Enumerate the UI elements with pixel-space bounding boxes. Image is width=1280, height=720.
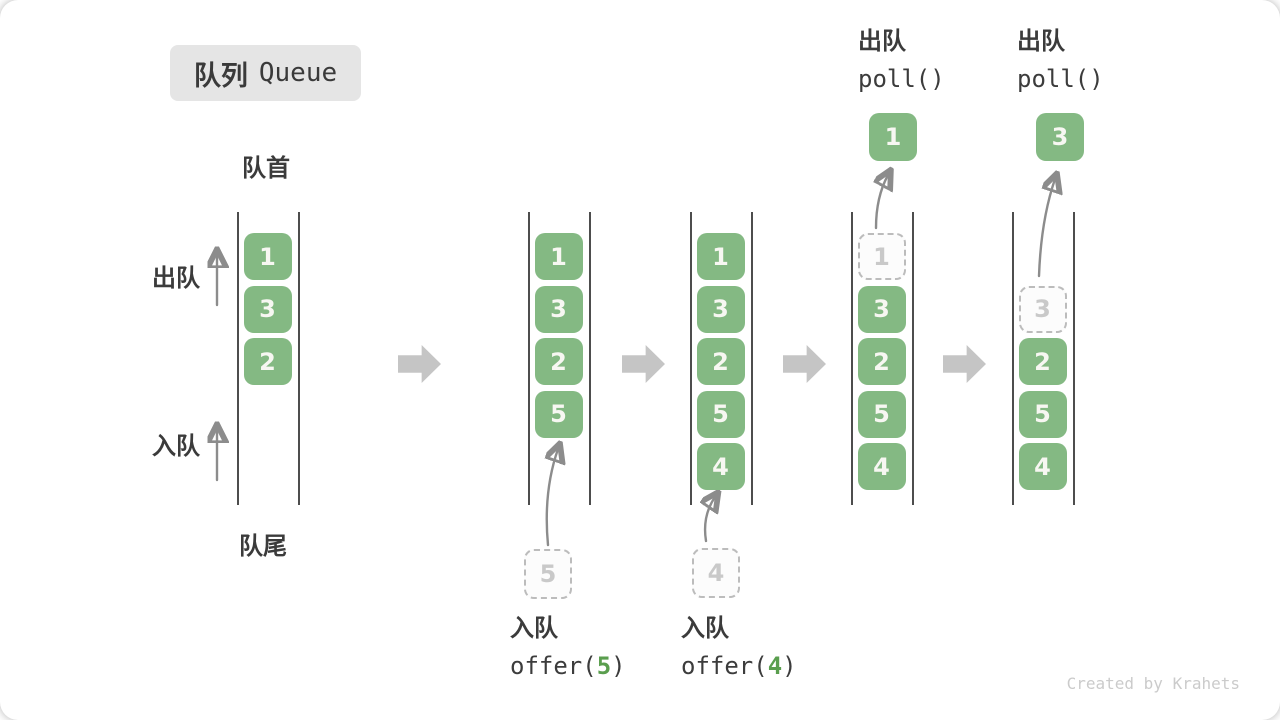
enqueue-5-arrow — [547, 449, 558, 547]
state-transition-arrow-1 — [398, 345, 441, 383]
state-transition-arrow-3 — [783, 345, 826, 383]
op-enqueue-5-label: 入队 — [510, 615, 558, 642]
op-dequeue-3: 出队 poll() — [1017, 28, 1104, 93]
queue-state-3-slot-3: 5 — [696, 390, 745, 438]
op-dequeue-1-code: poll() — [858, 65, 945, 93]
queue-state-4-slot-0-dashed: 1 — [857, 233, 906, 280]
queue-state-2-slot-0: 1 — [534, 233, 583, 280]
queue-state-3-wall-right — [751, 212, 753, 505]
dequeued-result-box-1: 1 — [869, 113, 917, 161]
op-enqueue-4-label: 入队 — [681, 615, 729, 642]
queue-state-3-wall-left — [690, 212, 692, 505]
title-box: 队列 Queue — [170, 45, 361, 101]
dequeued-result-box-3: 3 — [1036, 113, 1084, 161]
op-dequeue-3-code: poll() — [1017, 65, 1104, 93]
code-post: ) — [782, 652, 797, 680]
op-dequeue-3-label: 出队 — [1017, 28, 1065, 55]
queue-state-1-wall-left — [237, 212, 239, 505]
queue-state-1-wall-right — [298, 212, 300, 505]
code-post: ) — [611, 652, 626, 680]
queue-state-2-slot-1: 3 — [534, 285, 583, 333]
code-num: 4 — [767, 652, 783, 680]
dequeue-1-arrow — [876, 175, 888, 230]
queue-state-4-wall-right — [912, 212, 914, 505]
label-queue-rear: 队尾 — [239, 533, 287, 560]
queue-state-3-slot-1: 3 — [696, 285, 745, 333]
title-zh: 队列 — [193, 60, 248, 91]
queue-state-3-slot-0: 1 — [696, 233, 745, 280]
queue-state-5-wall-left — [1012, 212, 1014, 505]
queue-state-4-slot-2: 2 — [857, 338, 906, 385]
state-transition-arrow-4 — [943, 345, 986, 383]
queue-state-5-slot-4: 4 — [1018, 443, 1067, 490]
queue-state-3-slot-4: 4 — [696, 443, 745, 490]
label-enqueue-side: 入队 — [152, 433, 200, 460]
state-transition-arrow-2 — [622, 345, 665, 383]
title-en: Queue — [258, 58, 338, 88]
op-enqueue-4-code: offer(4) — [681, 652, 797, 680]
op-enqueue-5: 入队 offer(5) — [510, 615, 626, 680]
op-dequeue-1-label: 出队 — [858, 28, 906, 55]
queue-state-1-slot-2: 2 — [243, 338, 292, 385]
op-dequeue-1: 出队 poll() — [858, 28, 945, 93]
queue-state-4-slot-3: 5 — [857, 390, 906, 438]
code-pre: offer( — [681, 652, 768, 680]
queue-state-4-wall-left — [851, 212, 853, 505]
code-pre: offer( — [510, 652, 597, 680]
queue-state-1-slot-0: 1 — [243, 233, 292, 280]
pending-enqueue-box-4: 4 — [692, 548, 740, 598]
enqueue-4-arrow — [705, 497, 715, 543]
dequeue-3-arrow — [1037, 179, 1055, 278]
queue-state-2-wall-left — [528, 212, 530, 505]
queue-state-4-slot-1: 3 — [857, 285, 906, 333]
queue-state-5-slot-3: 5 — [1018, 390, 1067, 438]
queue-state-2-wall-right — [589, 212, 591, 505]
queue-state-5-wall-right — [1073, 212, 1075, 505]
watermark: Created by Krahets — [1066, 674, 1240, 693]
code-pre: poll() — [858, 65, 945, 93]
queue-state-3-slot-2: 2 — [696, 338, 745, 385]
code-num: 5 — [596, 652, 612, 680]
label-queue-front: 队首 — [242, 155, 290, 182]
code-pre: poll() — [1017, 65, 1104, 93]
pending-enqueue-box-5: 5 — [524, 549, 572, 599]
queue-state-1-slot-1: 3 — [243, 285, 292, 333]
op-enqueue-4: 入队 offer(4) — [681, 615, 797, 680]
queue-state-2-slot-2: 2 — [534, 338, 583, 385]
queue-state-5-slot-1-dashed: 3 — [1018, 285, 1067, 333]
queue-state-4-slot-4: 4 — [857, 443, 906, 490]
label-dequeue-side: 出队 — [152, 265, 200, 292]
queue-state-5-slot-2: 2 — [1018, 338, 1067, 385]
op-enqueue-5-code: offer(5) — [510, 652, 626, 680]
queue-state-2-slot-3: 5 — [534, 390, 583, 438]
